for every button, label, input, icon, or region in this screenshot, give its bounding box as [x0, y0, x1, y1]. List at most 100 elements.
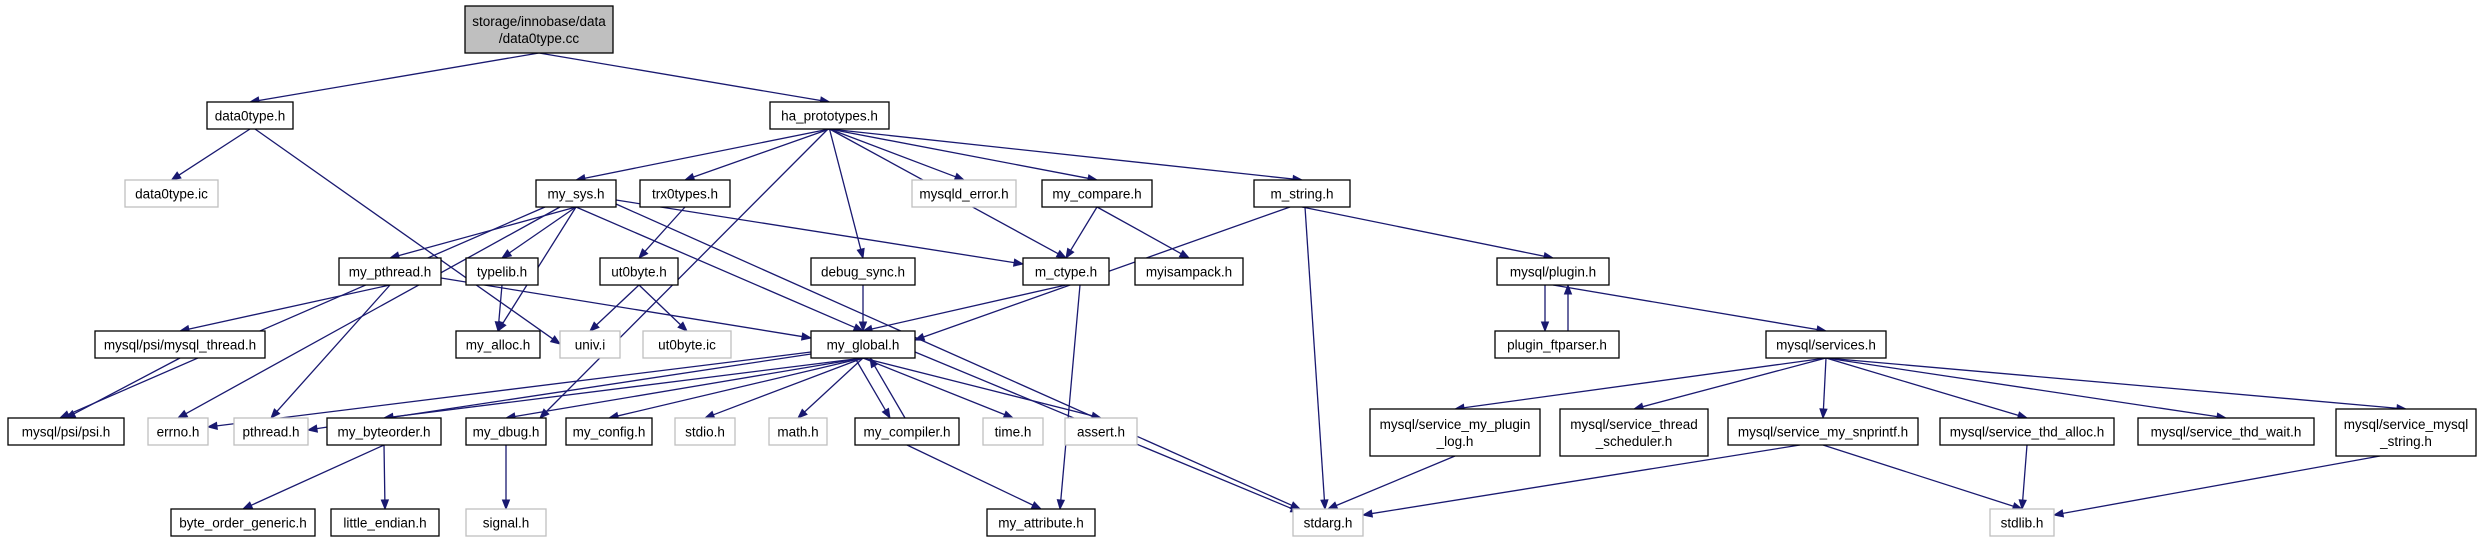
- edge-my_compare_h-to-myisampack_h: [1096, 206, 1191, 259]
- node-plugin-ftparser-h[interactable]: plugin_ftparser.h: [1494, 330, 1620, 359]
- node-little-endian-h[interactable]: little_endian.h: [330, 508, 440, 537]
- node-my-global-h[interactable]: my_global.h: [810, 330, 916, 359]
- arrowhead-icon: [1030, 501, 1043, 510]
- node-label: stdlib.h: [2001, 516, 2044, 531]
- edge-m_string_h-to-mysql_plugin_h: [1301, 206, 1555, 261]
- arrowhead-icon: [1056, 499, 1066, 511]
- node-debug-sync-h[interactable]: debug_sync.h: [810, 257, 916, 286]
- node-signal-h: signal.h: [465, 508, 547, 537]
- edge-my_global_h-to-time_h: [862, 357, 1015, 419]
- node-box: [1041, 179, 1153, 208]
- node-svc-snprintf-h[interactable]: mysql/service_my_snprintf.h: [1727, 417, 1919, 446]
- node-box: [1064, 417, 1138, 446]
- node-label: my_alloc.h: [466, 338, 531, 353]
- arrowhead-icon: [1065, 247, 1075, 260]
- node-label: stdarg.h: [1304, 516, 1353, 531]
- node-box: [464, 5, 614, 54]
- edge-my_sys_h-to-m_ctype_h: [615, 199, 1025, 267]
- arrowhead-icon: [856, 247, 865, 260]
- edge-my_dbug_h-to-signal_h: [501, 445, 511, 511]
- arrowhead-icon: [858, 321, 868, 333]
- node-box: [2335, 408, 2477, 457]
- edge-data0type_h-to-data0type_ic: [170, 128, 251, 181]
- node-box: [810, 257, 916, 286]
- edge-mysql_plugin_h-to-services_h: [1552, 284, 1828, 334]
- edge-m_string_h-to-stdarg_h: [1304, 206, 1329, 511]
- node-myisampack-h[interactable]: myisampack.h: [1134, 257, 1244, 286]
- node-root[interactable]: storage/innobase/data/data0type.cc: [464, 5, 614, 54]
- node-m-string-h[interactable]: m_string.h: [1253, 179, 1351, 208]
- node-box: [674, 417, 736, 446]
- node-label: univ.i: [575, 338, 606, 353]
- node-label: _string.h: [2379, 434, 2432, 449]
- edge-services_h-to-svc_thread_sched_h: [1632, 357, 1827, 411]
- node-label: byte_order_generic.h: [179, 516, 307, 531]
- node-services-h[interactable]: mysql/services.h: [1765, 330, 1887, 359]
- edge-mysql_thread_h-to-psi_h: [64, 357, 181, 419]
- node-label: time.h: [995, 425, 1032, 440]
- node-box: [7, 417, 125, 446]
- node-mysql-plugin-h[interactable]: mysql/plugin.h: [1496, 257, 1610, 286]
- arrowhead-icon: [881, 407, 891, 420]
- node-label: mysql/services.h: [1776, 338, 1876, 353]
- node-stdio-h: stdio.h: [674, 417, 736, 446]
- node-m-ctype-h[interactable]: m_ctype.h: [1022, 257, 1110, 286]
- node-box: [1727, 417, 1919, 446]
- arrowhead-icon: [588, 321, 600, 332]
- node-data0type-h[interactable]: data0type.h: [206, 101, 294, 130]
- node-stdlib-h: stdlib.h: [1989, 508, 2055, 537]
- arrowhead-icon: [494, 321, 504, 333]
- node-label: mysql/plugin.h: [1510, 265, 1596, 280]
- node-my-dbug-h[interactable]: my_dbug.h: [465, 417, 547, 446]
- node-box: [1765, 330, 1887, 359]
- node-my-compiler-h[interactable]: my_compiler.h: [854, 417, 960, 446]
- node-my-byteorder-h[interactable]: my_byteorder.h: [326, 417, 442, 446]
- node-my-sys-h[interactable]: my_sys.h: [535, 179, 617, 208]
- arrowhead-icon: [638, 248, 649, 260]
- node-svc-mysql-string-h[interactable]: mysql/service_mysql_string.h: [2335, 408, 2477, 457]
- node-label: stdio.h: [685, 425, 725, 440]
- node-my-alloc-h[interactable]: my_alloc.h: [455, 330, 541, 359]
- edge-svc_thd_alloc_h-to-stdlib_h: [2018, 444, 2028, 511]
- node-psi-h[interactable]: mysql/psi/psi.h: [7, 417, 125, 446]
- node-label: pthread.h: [242, 425, 299, 440]
- node-label: debug_sync.h: [821, 265, 905, 280]
- node-label: my_sys.h: [547, 187, 604, 202]
- node-mysql-thread-h[interactable]: mysql/psi/mysql_thread.h: [94, 330, 266, 359]
- node-ha-prototypes-h[interactable]: ha_prototypes.h: [769, 101, 890, 130]
- arrowhead-icon: [270, 408, 281, 420]
- arrowhead-icon: [206, 421, 218, 431]
- node-my-pthread-h[interactable]: my_pthread.h: [338, 257, 442, 286]
- node-box: [1989, 508, 2055, 537]
- node-ut0byte-h[interactable]: ut0byte.h: [599, 257, 679, 286]
- node-svc-plugin-log-h[interactable]: mysql/service_my_plugin_log.h: [1369, 408, 1541, 457]
- node-my-config-h[interactable]: my_config.h: [565, 417, 653, 446]
- node-box: [1022, 257, 1110, 286]
- node-svc-thd-alloc-h[interactable]: mysql/service_thd_alloc.h: [1939, 417, 2115, 446]
- node-time-h: time.h: [982, 417, 1044, 446]
- node-box: [1292, 508, 1364, 537]
- node-label: errno.h: [157, 425, 200, 440]
- node-my-compare-h[interactable]: my_compare.h: [1041, 179, 1153, 208]
- node-box: [330, 508, 440, 537]
- node-box: [1496, 257, 1610, 286]
- arrowhead-icon: [1320, 499, 1329, 511]
- node-label: my_pthread.h: [349, 265, 432, 280]
- node-typelib-h[interactable]: typelib.h: [465, 257, 539, 286]
- node-label: assert.h: [1077, 425, 1125, 440]
- edge-services_h-to-svc_plugin_log_h: [1453, 357, 1827, 412]
- node-svc-thd-wait-h[interactable]: mysql/service_thd_wait.h: [2137, 417, 2315, 446]
- arrowhead-icon: [1178, 249, 1191, 259]
- node-byte-order-generic-h[interactable]: byte_order_generic.h: [170, 508, 316, 537]
- edge-typelib_h-to-my_alloc_h: [494, 284, 504, 333]
- node-trx0types-h[interactable]: trx0types.h: [639, 179, 731, 208]
- node-svc-thread-sched-h[interactable]: mysql/service_thread_scheduler.h: [1559, 408, 1709, 457]
- node-math-h: math.h: [768, 417, 828, 446]
- node-box: [1494, 330, 1620, 359]
- edge-my_pthread_h-to-pthread_h: [270, 284, 391, 420]
- node-my-attribute-h[interactable]: my_attribute.h: [986, 508, 1096, 537]
- edge-services_h-to-svc_snprintf_h: [1819, 357, 1828, 420]
- arrowhead-icon: [796, 408, 808, 419]
- edge-my_sys_h-to-psi_h: [58, 206, 546, 419]
